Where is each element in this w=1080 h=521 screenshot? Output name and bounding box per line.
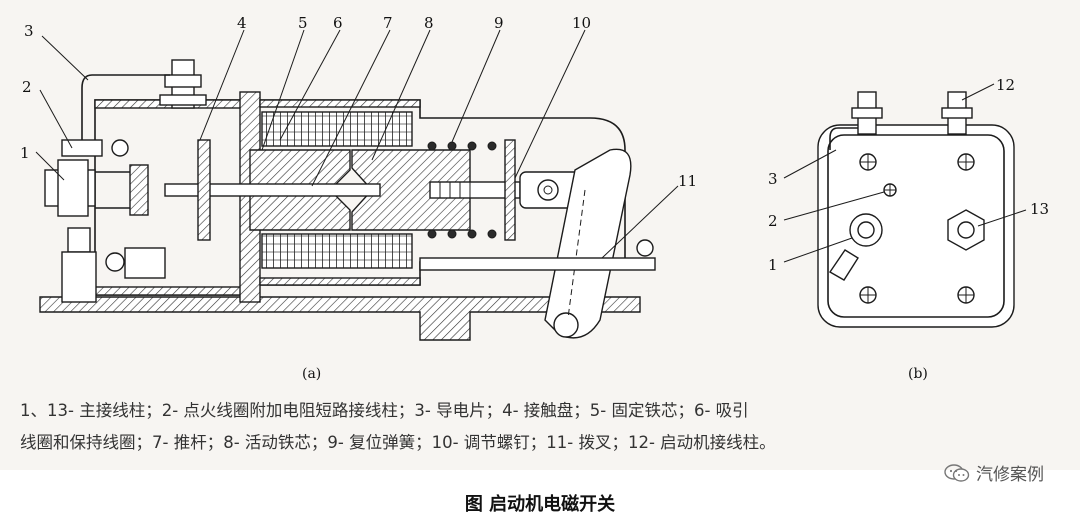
callout-a-10: 10 — [572, 14, 591, 32]
legend-line-1: 1、13- 主接线柱；2- 点火线圈附加电阻短路接线柱；3- 导电片；4- 接触… — [20, 401, 749, 420]
callout-b-2: 2 — [768, 212, 778, 230]
pull-in-hold-coil-top — [261, 111, 413, 147]
callout-b-13: 13 — [1030, 200, 1049, 218]
callout-a-9: 9 — [494, 14, 504, 32]
wechat-icon — [944, 463, 970, 482]
contact-disc — [197, 139, 211, 241]
moving-core — [351, 149, 471, 231]
callout-a-8: 8 — [424, 14, 434, 32]
callout-leaders-b — [783, 83, 1027, 263]
callout-b-12: 12 — [996, 76, 1015, 94]
callout-b-1: 1 — [768, 256, 778, 274]
conductive-strip — [81, 74, 170, 150]
callout-a-11: 11 — [678, 172, 697, 190]
figure-caption: 图 启动机电磁开关 — [464, 494, 616, 515]
subfigure-b-label: (b) — [908, 366, 928, 382]
base-plate — [39, 296, 641, 341]
push-rod — [164, 183, 381, 197]
legend-line-2: 线圈和保持线圈；7- 推杆；8- 活动铁芯；9- 复位弹簧；10- 调节螺钉；1… — [20, 433, 776, 452]
screw-heads — [859, 153, 975, 304]
parts-legend: 1、13- 主接线柱；2- 点火线圈附加电阻短路接线柱；3- 导电片；4- 接触… — [20, 395, 1070, 459]
watermark-text: 汽修案例 — [976, 465, 1044, 485]
callout-a-1: 1 — [20, 144, 30, 162]
callout-a-4: 4 — [237, 14, 247, 32]
callout-a-6: 6 — [333, 14, 343, 32]
callout-a-5: 5 — [298, 14, 308, 32]
subfigure-a-label: (a) — [302, 366, 321, 382]
watermark: 汽修案例 — [944, 460, 1044, 485]
callout-b-3: 3 — [768, 170, 778, 188]
figure-panel: 1 2 3 4 5 6 7 8 9 10 11 (a) — [0, 0, 1080, 470]
callout-a-2: 2 — [22, 78, 32, 96]
switch-end-plate — [817, 124, 1015, 328]
callout-leaders-a — [35, 29, 679, 259]
return-spring — [427, 139, 516, 241]
pull-in-hold-coil-bottom — [261, 233, 413, 269]
callout-a-3: 3 — [24, 22, 34, 40]
callout-a-7: 7 — [383, 14, 393, 32]
solenoid-switch-drawing: 1 2 3 4 5 6 7 8 9 10 11 (a) — [20, 14, 1049, 382]
view-b: 12 3 2 13 1 (b) — [768, 76, 1049, 382]
view-a: 1 2 3 4 5 6 7 8 9 10 11 (a) — [20, 14, 697, 382]
